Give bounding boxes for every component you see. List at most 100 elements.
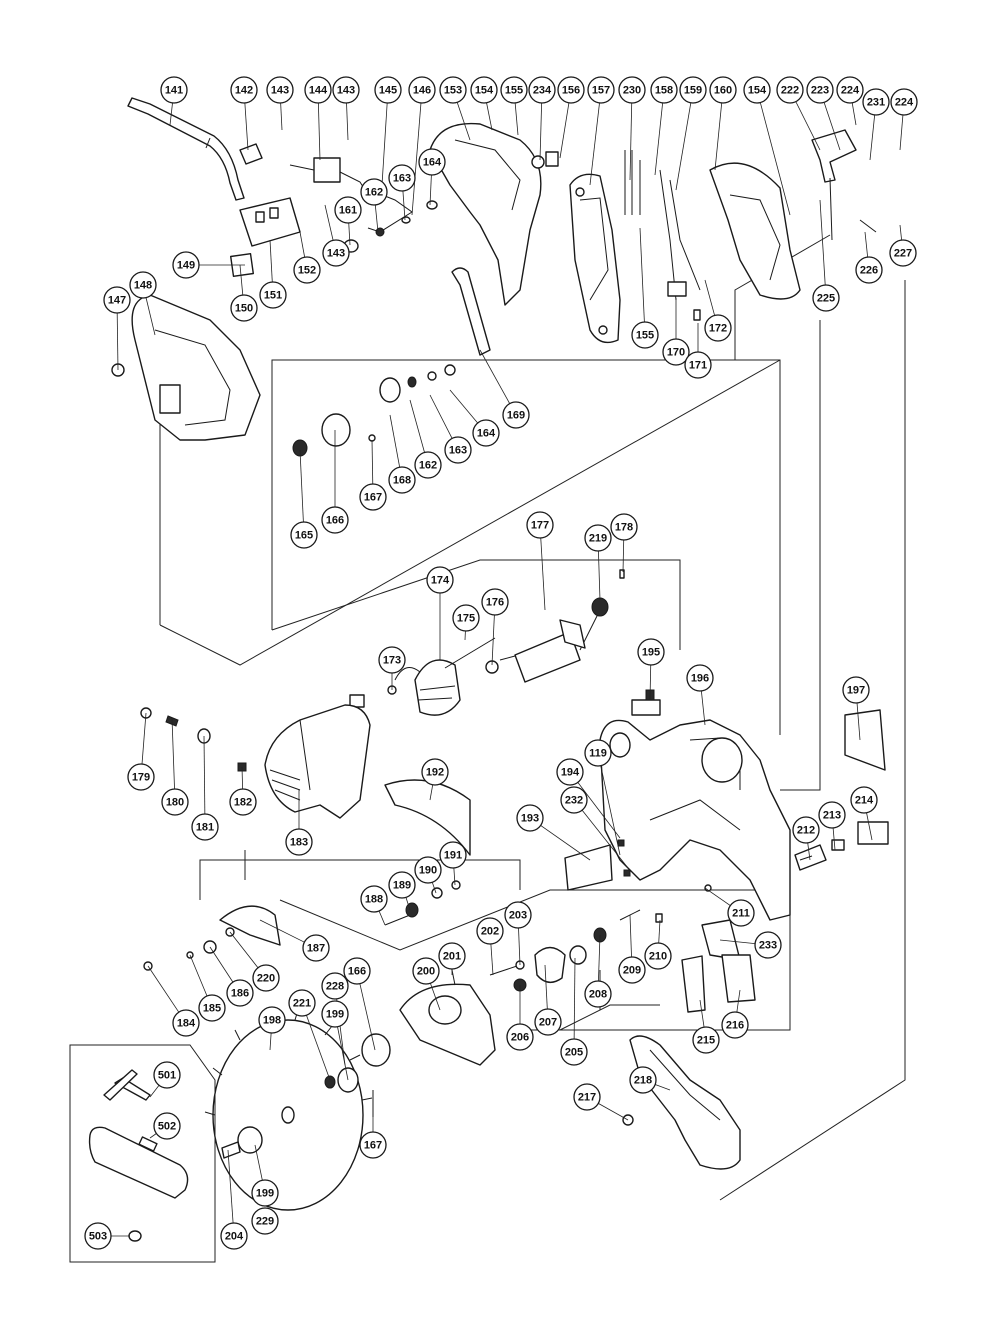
label-circle: [321, 972, 349, 1000]
part-label-164: 164: [472, 419, 500, 447]
part-label-167: 167: [359, 483, 387, 511]
part-label-162: 162: [414, 451, 442, 479]
handle-grip: [622, 1035, 741, 1170]
leader-line-164: [429, 174, 432, 206]
label-text: 149: [177, 260, 195, 272]
gear-case-arm: [599, 689, 791, 921]
part-label-146: 146: [408, 76, 436, 104]
leader-line-199: [254, 1144, 263, 1181]
label-circle: [650, 76, 678, 104]
label-circle: [573, 1083, 601, 1111]
part-label-226: 226: [855, 256, 883, 284]
part-label-150: 150: [230, 294, 258, 322]
part-label-189: 189: [388, 871, 416, 899]
label-text: 180: [166, 797, 184, 809]
label-circle: [743, 76, 771, 104]
part-label-149: 149: [172, 251, 200, 279]
part-label-143: 143: [322, 239, 350, 267]
label-circle: [584, 739, 612, 767]
label-circle: [637, 638, 665, 666]
part-label-209: 209: [618, 956, 646, 984]
label-text: 173: [383, 655, 401, 667]
label-circle: [584, 980, 612, 1008]
leader-line-181: [203, 735, 206, 815]
label-circle: [388, 164, 416, 192]
part-label-190: 190: [414, 856, 442, 884]
part-label-213: 213: [818, 801, 846, 829]
label-text: 164: [423, 157, 442, 169]
label-text: 178: [615, 522, 633, 534]
part-label-181: 181: [191, 813, 219, 841]
label-text: 166: [326, 515, 344, 527]
leader-line-152: [299, 231, 306, 258]
part-label-155: 155: [631, 321, 659, 349]
leader-line-162: [374, 204, 379, 233]
leader-line-190: [431, 882, 437, 894]
label-text: 186: [231, 988, 249, 1000]
leader-line-143: [324, 204, 334, 241]
label-text: 225: [817, 293, 835, 305]
leader-line-179: [141, 712, 147, 765]
part-label-174: 174: [426, 566, 454, 594]
leader-line-200: [430, 983, 441, 1011]
part-label-217: 217: [573, 1083, 601, 1111]
leader-line-220: [229, 931, 259, 969]
part-label-166: 166: [343, 957, 371, 985]
label-text: 154: [748, 85, 767, 97]
label-circle: [476, 917, 504, 945]
label-text: 228: [326, 981, 344, 993]
label-circle: [259, 281, 287, 309]
leader-line-213: [832, 827, 836, 851]
leader-line-196: [700, 690, 706, 726]
label-text: 183: [290, 837, 308, 849]
leader-line-224: [851, 102, 857, 126]
label-text: 182: [234, 797, 252, 809]
label-text: 162: [419, 460, 437, 472]
label-text: 200: [417, 966, 435, 978]
label-circle: [414, 856, 442, 884]
leader-line-221: [306, 1015, 331, 1081]
label-circle: [686, 664, 714, 692]
part-label-233: 233: [754, 931, 782, 959]
label-circle: [727, 899, 755, 927]
label-text: 212: [797, 825, 815, 837]
label-circle: [129, 271, 157, 299]
label-text: 165: [295, 530, 313, 542]
part-label-211: 211: [727, 899, 755, 927]
leader-line-146: [411, 102, 422, 216]
leader-line-167: [371, 439, 374, 485]
label-circle: [560, 1038, 588, 1066]
label-text: 167: [364, 1140, 382, 1152]
label-circle: [412, 957, 440, 985]
part-label-191: 191: [439, 841, 467, 869]
leader-line-502: [149, 1133, 157, 1139]
part-label-194: 194: [556, 758, 584, 786]
label-circle: [890, 88, 918, 116]
part-label-187: 187: [302, 934, 330, 962]
label-circle: [836, 76, 864, 104]
label-circle: [534, 1008, 562, 1036]
label-text: 144: [309, 85, 328, 97]
part-label-218: 218: [629, 1066, 657, 1094]
leader-line-222: [795, 101, 821, 151]
label-text: 226: [860, 265, 878, 277]
label-circle: [618, 76, 646, 104]
label-circle: [421, 758, 449, 786]
label-text: 167: [364, 492, 382, 504]
label-circle: [161, 788, 189, 816]
part-label-230: 230: [618, 76, 646, 104]
label-text: 160: [714, 85, 732, 97]
lever-bracket: [811, 129, 877, 241]
leader-line-147: [116, 312, 119, 371]
part-label-228: 228: [321, 972, 349, 1000]
label-text: 232: [565, 795, 583, 807]
label-text: 209: [623, 965, 641, 977]
label-circle: [230, 76, 258, 104]
part-label-221: 221: [288, 989, 316, 1017]
label-circle: [343, 957, 371, 985]
blade-guard-small: [143, 905, 281, 971]
label-text: 158: [655, 85, 673, 97]
label-circle: [198, 994, 226, 1022]
label-circle: [230, 294, 258, 322]
